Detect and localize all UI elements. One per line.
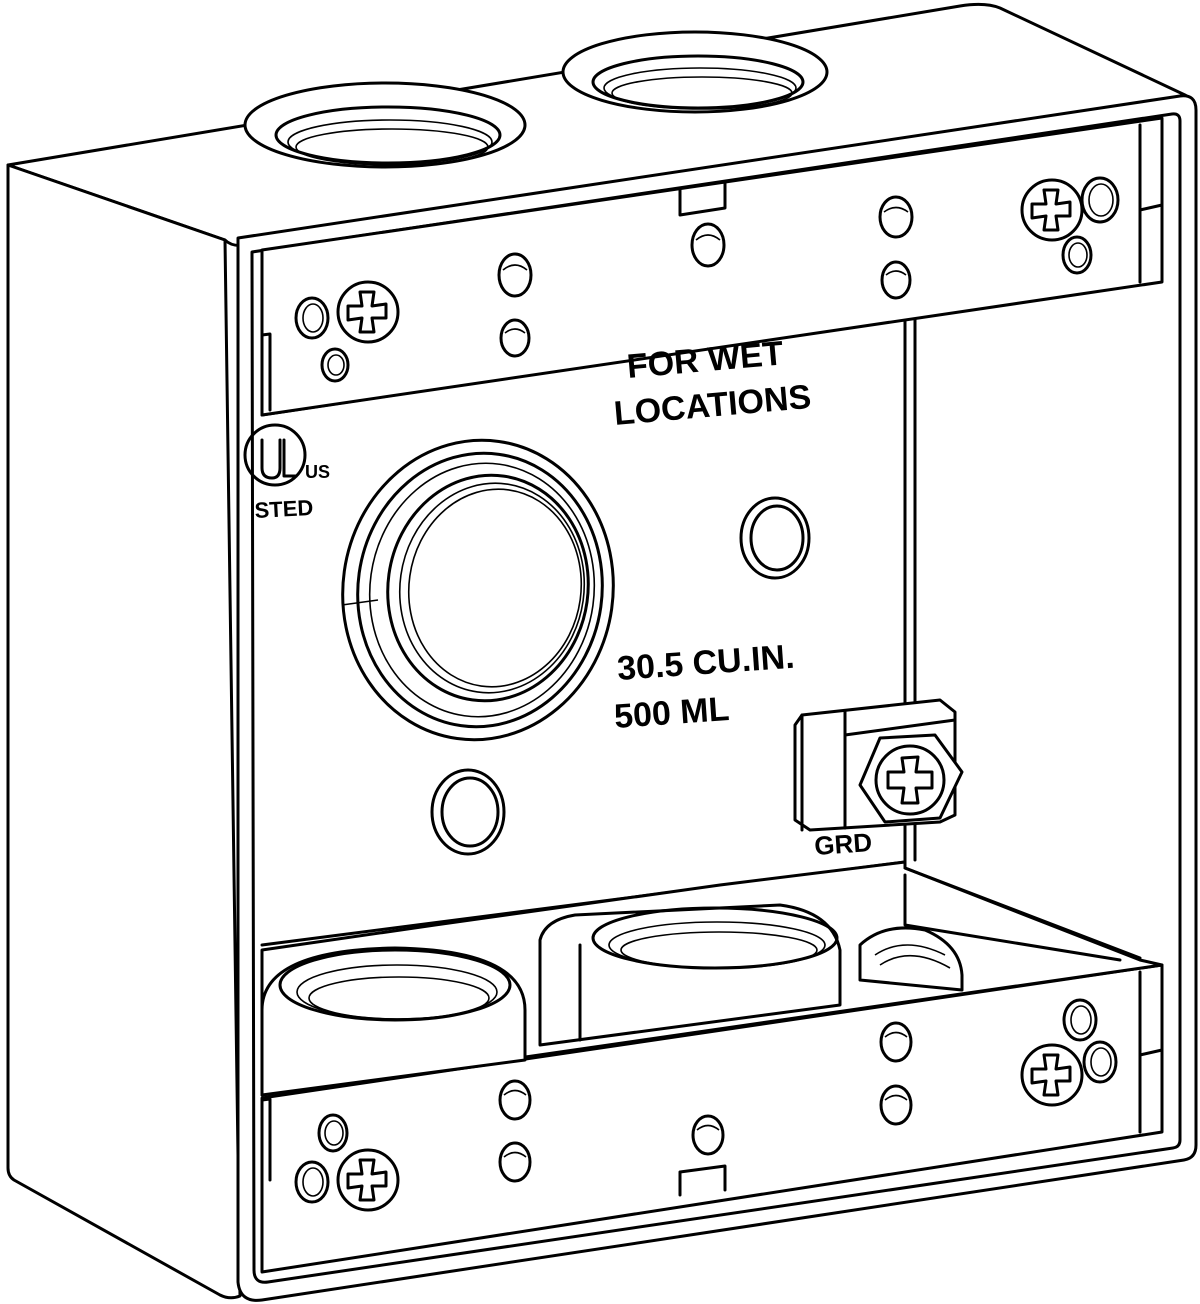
phillips-screw-icon: [336, 1148, 400, 1212]
phillips-screw-icon: [1020, 1043, 1084, 1107]
top-threaded-hub-right: [561, 30, 829, 114]
top-threaded-hub-left: [243, 81, 527, 169]
rear-boss-lower: [430, 768, 506, 856]
mounting-holes-top: [294, 176, 1120, 383]
ul-listing-mark-icon: [243, 423, 307, 487]
volume-label-line2: 500 ML: [613, 690, 731, 736]
bottom-threaded-hub-right: [538, 903, 842, 1047]
ground-label: GRD: [813, 827, 873, 861]
rear-threaded-hub: [341, 438, 615, 742]
bottom-right-boss: [858, 926, 964, 992]
phillips-screw-icon: [336, 280, 400, 344]
phillips-screw-icon: [1020, 178, 1084, 242]
listing-us-label: US: [305, 462, 330, 482]
listing-text-label: STED: [254, 495, 314, 523]
bottom-threaded-hub-left: [260, 946, 527, 1097]
mounting-holes-bottom: [294, 998, 1118, 1204]
ground-screw-icon: [858, 733, 964, 824]
rear-boss-upper: [739, 496, 811, 580]
